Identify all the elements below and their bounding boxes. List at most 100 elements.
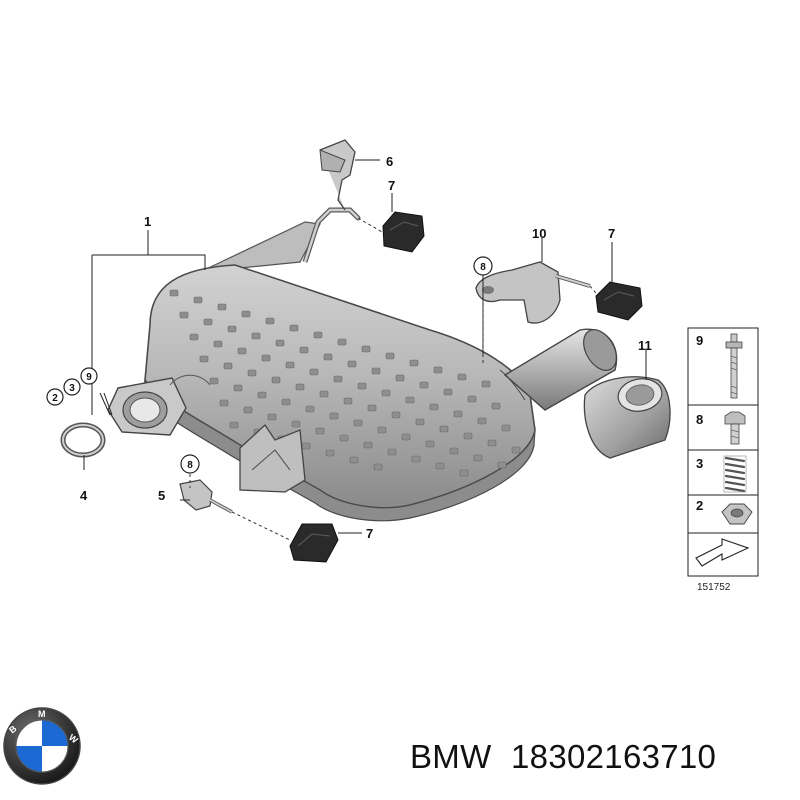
circle-2-label: 2: [52, 393, 58, 404]
callout-6: 6: [386, 154, 393, 169]
muffler-dimple: [251, 332, 261, 340]
hanger-rod-top: [302, 207, 361, 263]
muffler-dimple: [199, 355, 209, 363]
muffler-dimple: [385, 352, 395, 360]
legend-num-2: 2: [696, 498, 703, 513]
callout-10: 10: [532, 226, 546, 241]
muffler-dimple: [419, 381, 429, 389]
muffler-dimple: [325, 449, 335, 457]
muffler-dimple: [213, 340, 223, 348]
muffler-dimple: [405, 396, 415, 404]
muffler-dimple: [425, 440, 435, 448]
reference-number: 151752: [697, 582, 731, 593]
circle-3-label: 3: [69, 383, 75, 394]
muffler-dimple: [487, 439, 497, 447]
legend-num-9: 9: [696, 333, 703, 348]
muffler-dimple: [179, 311, 189, 319]
clamp-ring: [60, 422, 106, 458]
callout-numbers: 1 6 7 10 7 11 5 7 4: [80, 154, 652, 541]
rear-muffler: [142, 264, 536, 522]
leader-lines: [83, 159, 647, 534]
callout-4: 4: [80, 488, 88, 503]
rubber-mount-top: [382, 211, 425, 253]
muffler-dimple: [333, 375, 343, 383]
muffler-dimple: [219, 399, 229, 407]
circle-8-label-b: 8: [187, 460, 193, 471]
muffler-dimple: [453, 410, 463, 418]
muffler-dimple: [229, 421, 239, 429]
muffler-dimple: [347, 360, 357, 368]
muffler-dimple: [377, 426, 387, 434]
circle-callout-9: 9: [80, 367, 98, 385]
callout-7-top: 7: [388, 178, 395, 193]
muffler-dimple: [435, 462, 445, 470]
muffler-dimple: [265, 317, 275, 325]
muffler-dimple: [289, 324, 299, 332]
muffler-dimple: [481, 380, 491, 388]
muffler-dimple: [443, 388, 453, 396]
bmw-logo: B M W: [3, 707, 81, 785]
small-bracket-left: [179, 479, 233, 514]
muffler-dimple: [511, 446, 521, 454]
muffler-dimple: [237, 347, 247, 355]
muffler-dimple: [395, 374, 405, 382]
muffler-dimple: [203, 318, 213, 326]
muffler-dimple: [457, 373, 467, 381]
muffler-dimple: [343, 397, 353, 405]
circle-callout-2: 2: [46, 388, 64, 406]
muffler-dimple: [357, 382, 367, 390]
muffler-dimple: [243, 406, 253, 414]
tail-pipe-trim: [583, 376, 671, 459]
callout-7-right: 7: [608, 226, 615, 241]
muffler-dimple: [295, 383, 305, 391]
muffler-dimple: [267, 413, 277, 421]
inlet-flange: [107, 374, 211, 436]
muffler-dimple: [247, 369, 257, 377]
muffler-dimple: [193, 296, 203, 304]
muffler-dimple: [491, 402, 501, 410]
hex-bolt-icon: [724, 411, 746, 445]
muffler-dimple: [477, 417, 487, 425]
muffler-top-flange: [199, 221, 321, 273]
muffler-dimple: [319, 390, 329, 398]
circle-callout-8-right: 8: [473, 256, 493, 276]
circled-callouts: 8 8 2 3 9: [46, 256, 493, 474]
muffler-dimple: [337, 338, 347, 346]
muffler-dimple: [261, 354, 271, 362]
arrow-icon: [695, 538, 750, 567]
circle-callout-8-left: 8: [180, 454, 200, 474]
muffler-dimple: [391, 411, 401, 419]
part-caption: BMW 18302163710: [410, 738, 716, 776]
muffler-dimple: [497, 461, 507, 469]
brand-name: BMW: [410, 738, 492, 775]
parts-legend: 9 8 3 2 151752: [687, 327, 759, 593]
muffler-dimple: [371, 367, 381, 375]
muffler-dimple: [373, 463, 383, 471]
callout-11: 11: [638, 338, 652, 353]
muffler-dimple: [285, 361, 295, 369]
muffler-dimple: [309, 368, 319, 376]
muffler-dimple: [449, 447, 459, 455]
muffler-dimple: [209, 377, 219, 385]
muffler-dimple: [361, 345, 371, 353]
muffler-dimple: [299, 346, 309, 354]
lower-bracket: [239, 424, 306, 493]
dashed-guides: [189, 217, 601, 541]
callout-1: 1: [144, 214, 151, 229]
right-bracket: [475, 261, 591, 324]
muffler-dimple: [387, 448, 397, 456]
muffler-dimple: [433, 366, 443, 374]
spring-icon: [723, 455, 747, 493]
part-number: 18302163710: [511, 738, 717, 775]
muffler-dimple: [467, 395, 477, 403]
muffler-dimple: [257, 391, 267, 399]
legend-num-3: 3: [696, 456, 703, 471]
muffler-dimple: [241, 310, 251, 318]
muffler-dimple: [233, 384, 243, 392]
callout-7-bottom: 7: [366, 526, 373, 541]
svg-text:B: B: [7, 723, 19, 735]
rubber-mount-right: [595, 281, 643, 321]
muffler-dimple: [349, 456, 359, 464]
muffler-dimple: [291, 420, 301, 428]
muffler-dimple: [189, 333, 199, 341]
